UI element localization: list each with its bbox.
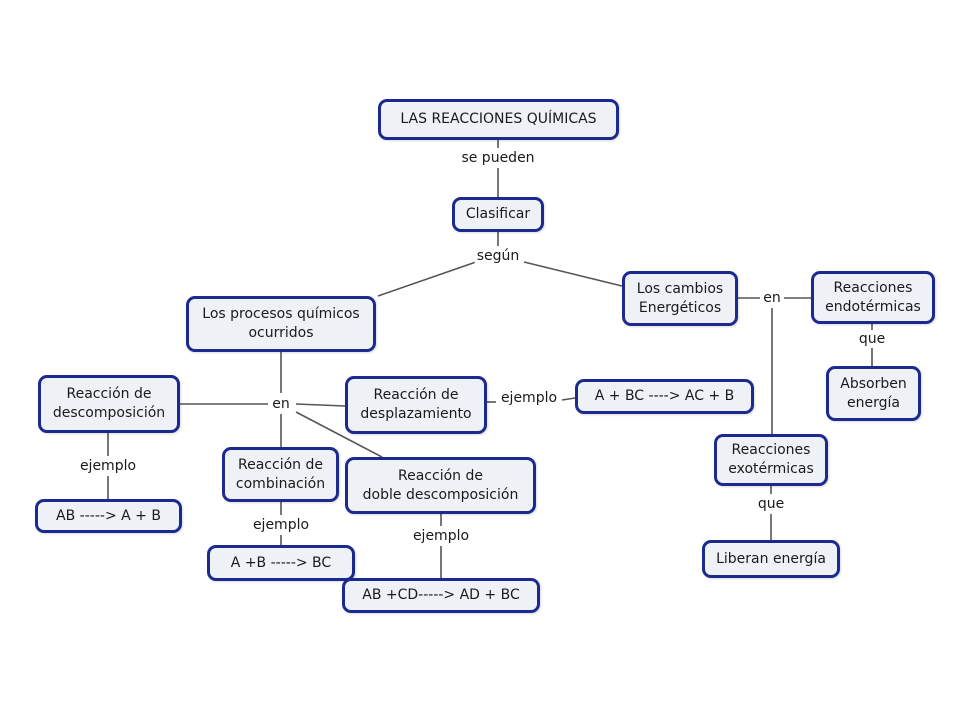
link-label-ejemplo-descomposicion: ejemplo	[77, 457, 139, 475]
node-label: AB +CD-----> AD + BC	[362, 587, 520, 603]
node-liberan-energia: Liberan energía	[702, 540, 840, 578]
node-reacciones-endotermicas: Reacciones endotérmicas	[811, 271, 935, 324]
connector-segun-procesos	[377, 261, 477, 297]
node-procesos-quimicos: Los procesos químicos ocurridos	[186, 296, 376, 352]
node-label: A + BC ----> AC + B	[594, 388, 735, 404]
link-label-se-pueden: se pueden	[459, 149, 537, 167]
node-ejemplo-descomposicion: AB -----> A + B	[35, 499, 182, 533]
node-label: A +B -----> BC	[230, 554, 332, 571]
node-ejemplo-desplazamiento: A + BC ----> AC + B	[575, 379, 754, 414]
link-label-que-exo: que	[755, 495, 787, 513]
node-las-reacciones-quimicas: LAS REACCIONES QUÍMICAS	[378, 99, 619, 140]
node-label: Reacción de descomposición	[52, 386, 166, 421]
node-reaccion-doble-descomposicion: Reacción de doble descomposición	[345, 457, 536, 514]
node-label: Clasificar	[465, 206, 531, 222]
link-label-ejemplo-desplazamiento: ejemplo	[498, 389, 560, 407]
node-absorben-energia: Absorben energía	[826, 366, 921, 421]
node-reaccion-combinacion: Reacción de combinación	[222, 447, 339, 502]
node-clasificar: Clasificar	[452, 197, 544, 232]
connector-en-doble	[295, 411, 383, 458]
node-reaccion-descomposicion: Reacción de descomposición	[38, 375, 180, 433]
node-label: Absorben energía	[840, 375, 907, 411]
node-cambios-energeticos: Los cambios Energéticos	[622, 271, 738, 326]
node-reaccion-desplazamiento: Reacción de desplazamiento	[345, 376, 487, 434]
node-label: LAS REACCIONES QUÍMICAS	[400, 111, 597, 127]
node-label: Los cambios Energéticos	[636, 280, 724, 316]
connector-ejemplo-abc	[561, 397, 576, 401]
node-label: Reacción de combinación	[235, 456, 326, 492]
connector-en-desplazamiento	[295, 403, 346, 407]
link-label-segun: según	[474, 247, 522, 265]
node-label: Reacciones exotérmicas	[728, 442, 814, 477]
link-label-en-energia: en	[761, 289, 783, 307]
node-ejemplo-combinacion: A +B -----> BC	[207, 545, 355, 581]
node-label: Los procesos químicos ocurridos	[202, 306, 360, 341]
node-label: Reacciones endotérmicas	[825, 279, 921, 315]
node-ejemplo-doble: AB +CD-----> AD + BC	[342, 578, 540, 613]
link-label-ejemplo-combinacion: ejemplo	[250, 516, 312, 534]
node-label: Liberan energía	[716, 550, 826, 567]
connector-segun-cambios	[523, 261, 623, 287]
node-label: Reacción de desplazamiento	[360, 387, 472, 422]
node-label: AB -----> A + B	[56, 507, 161, 524]
link-label-que-endo: que	[856, 330, 888, 348]
link-label-en-procesos: en	[270, 395, 292, 413]
node-label: Reacción de doble descomposición	[362, 467, 519, 503]
node-reacciones-exotermicas: Reacciones exotérmicas	[714, 434, 828, 486]
link-label-ejemplo-doble: ejemplo	[410, 527, 472, 545]
